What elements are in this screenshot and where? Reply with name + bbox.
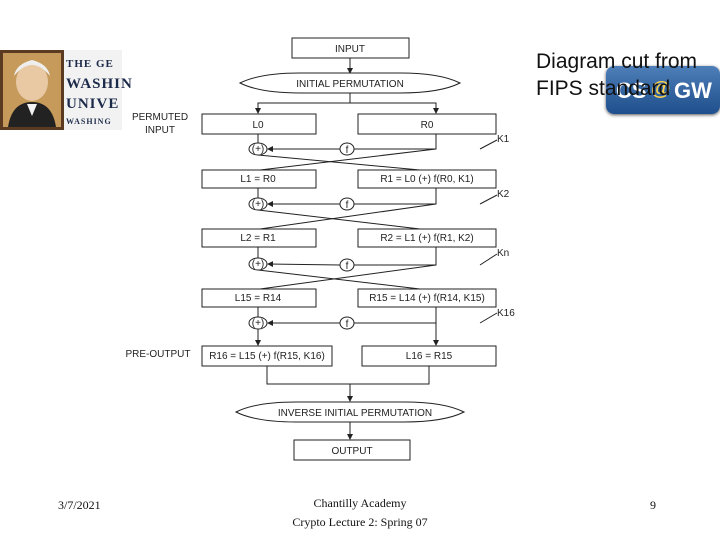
k2-label: K2 [497,189,510,200]
l0-label: L0 [252,120,264,131]
f-2-label: f [346,200,349,211]
inverse-permutation-shape [234,401,466,423]
r2-label: R2 = L1 (+) f(R1, K2) [380,233,473,244]
l0-box [201,113,317,135]
permuted-input-label-1: PERMUTED [132,112,188,123]
logo-line-2: WASHIN [66,76,133,92]
r0-box [357,113,497,135]
footer-page-number: 9 [650,498,656,512]
r2-box [357,228,497,248]
badge-left-text: CS [616,78,647,103]
l15-box [201,288,317,308]
badge-right-text: GW [674,78,712,103]
xor-n-label: (+) [252,259,265,270]
l16-label: L16 = R15 [406,351,453,362]
k16-label: K16 [497,308,515,319]
pre-output-label: PRE-OUTPUT [126,349,191,360]
r15-label: R15 = L14 (+) f(R14, K15) [369,293,485,304]
input-label: INPUT [335,44,365,55]
xor-1-label: (+) [252,144,265,155]
r1-box [357,169,497,189]
r16-label: R16 = L15 (+) f(R15, K16) [209,351,325,362]
inverse-permutation-label: INVERSE INITIAL PERMUTATION [278,408,432,419]
kn-label: Kn [497,248,509,259]
xor-2-label: (+) [252,199,265,210]
diagram-caption: Diagram cut from FIPS standard [536,50,698,100]
output-box [293,439,411,461]
permuted-input-label-2: INPUT [145,125,175,136]
f-n-label: f [346,261,349,272]
l2-label: L2 = R1 [240,233,276,244]
r15-box [357,288,497,308]
xor-16-label: (+) [252,318,265,329]
logo-line-4: WASHING [66,117,112,126]
f-16-label: f [346,319,349,330]
l2-box [201,228,317,248]
r1-label: R1 = L0 (+) f(R0, K1) [380,174,473,185]
f-1-label: f [346,145,349,156]
portrait-icon [0,50,122,130]
l1-label: L1 = R0 [240,174,276,185]
l1-box [201,169,317,189]
initial-permutation-label: INITIAL PERMUTATION [296,79,404,90]
footer-date: 3/7/2021 [58,498,101,512]
logo-line-3: UNIVE [66,96,120,112]
k1-label: K1 [497,134,510,145]
footer-center-line-2: Crypto Lecture 2: Spring 07 [292,515,428,529]
r0-label: R0 [421,120,434,131]
footer-center-line-1: Chantilly Academy [313,496,407,510]
initial-permutation-shape [238,72,462,94]
cs-gw-badge: CS @ GW [606,66,720,114]
output-label: OUTPUT [331,446,372,457]
logo-line-1: THE GE [66,58,114,70]
l15-label: L15 = R14 [235,293,282,304]
badge-at-text: @ [651,78,671,100]
university-logo: THE GE WASHIN UNIVE WASHING [0,50,132,130]
